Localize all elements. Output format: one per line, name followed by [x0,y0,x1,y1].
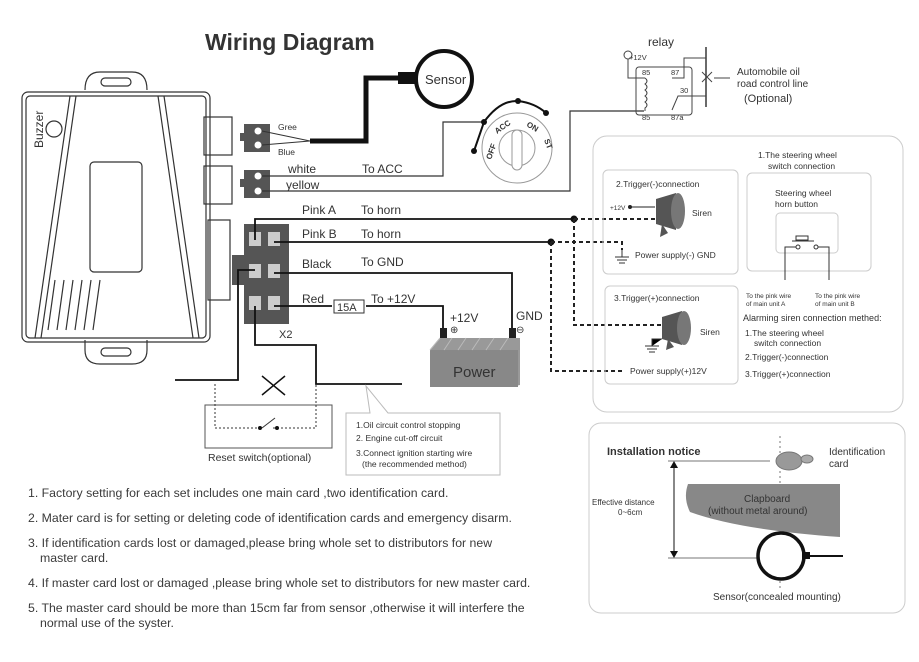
wire-red-label: Red [302,292,324,306]
relay-icon [623,47,730,116]
trigger-pos-supply: Power supply(+)12V [630,366,707,376]
relay-pin-30: 30 [680,86,688,95]
cutoff-item-1: 1.Oil circuit control stopping [356,420,461,430]
relay-control-line-2: road control line [737,79,809,90]
trigger-pos-box [604,285,739,385]
sensor-label: Sensor [425,72,467,87]
cutoff-item-3: 3.Connect ignition starting wire [356,448,473,458]
trigger-neg-siren-label: Siren [692,208,712,218]
method-2: 2.Trigger(-)connection [745,352,829,362]
methods-title: Alarming siren connection methed: [743,313,882,323]
trigger-pos-title: 3.Trigger(+)connection [614,293,700,303]
fuse-label: 15A [337,302,357,314]
installation-diagram [668,436,843,590]
reset-switch [204,375,333,449]
wire-black-label: Black [302,257,332,271]
steering-button-label-1: Steering wheel [775,188,831,198]
relay-pin-85-bottom: 85 [642,113,650,122]
method-1-cont: switch connection [754,338,821,348]
x2-connector [232,224,289,324]
note-item: 2. Mater card is for setting or deleting… [28,511,512,525]
cutoff-item-2: 2. Engine cut-off circuit [356,433,443,443]
trigger-neg-supply: +12V [610,205,626,212]
trigger-neg-ground-label: Power supply(-) GND [635,250,716,260]
notes-list: 1. Factory setting for each set includes… [28,486,598,641]
relay-pin-87a: 87a [671,113,684,122]
sensor-wire-green-label: Gree [278,122,297,132]
siren-icon [656,193,685,237]
relay-control-line-1: Automobile oil [737,67,800,78]
steering-button-label-2: horn button [775,199,818,209]
installation-title: Installation notice [607,446,701,458]
acc-connector [240,110,644,198]
wire-black-dest: To GND [361,255,404,269]
note-item: 1. Factory setting for each set includes… [28,486,449,500]
method-3: 3.Trigger(+)connection [745,369,831,379]
siren-icon [662,311,691,350]
wire-red-dest: To +12V [371,292,415,306]
trigger-pos-siren-label: Siren [700,327,720,337]
battery-gnd-label: GND [516,309,543,323]
note-item: 5. The master card should be more than 1… [28,601,525,630]
id-card-label-1: Identification [829,447,885,458]
battery-plus-symbol: ⊕ [450,325,458,336]
cutoff-item-4: (the recommended method) [362,459,467,469]
note-item: 4. If master card lost or damaged ,pleas… [28,576,531,590]
buzzer-label: Buzzer [32,111,46,148]
sensor-mounting-label: Sensor(concealed mounting) [713,592,841,603]
x2-wires [175,218,574,385]
siren-panel [592,135,904,413]
cutoff-callout [345,384,501,476]
sensor-icon [398,49,474,109]
clapboard-label-2: (without metal around) [708,506,808,517]
reset-switch-label: Reset switch(optional) [208,452,311,464]
note-item: 3. If identification cards lost or damag… [28,536,493,565]
x2-label: X2 [279,329,292,341]
ground-icon [615,250,629,264]
clapboard-label-1: Clapboard [744,494,790,505]
siren-dashed-wires [550,218,663,372]
wire-pink-b-dest: To horn [361,227,401,241]
method-1: 1.The steering wheel [745,328,824,338]
horn-button-icon [775,212,839,280]
battery-label: Power [453,364,496,381]
steering-wire-a-1: To the pink wire [746,293,792,300]
fuse-box [333,299,365,314]
diagram-title: Wiring Diagram [205,29,375,55]
steering-wire-b-1: To the pink wire [815,293,861,300]
steering-box [746,172,872,272]
wire-pink-b-label: Pink B [302,227,337,241]
acc-wire-yellow-label: yellow [286,178,320,192]
relay-supply-label: +12V [629,53,647,62]
steering-wire-b-2: of main unit B [815,301,855,308]
steering-title-2: switch connection [768,161,835,171]
distance-label-1: Effective distance [592,498,655,507]
battery-minus-symbol: ⊖ [516,325,524,336]
battery-icon [429,328,520,387]
relay-pin-87: 87 [671,68,679,77]
wire-pink-a-label: Pink A [302,203,336,217]
steering-wire-a-2: of main unit A [746,301,786,308]
battery-plus-label: +12V [450,311,478,325]
main-unit [21,71,233,365]
installation-panel [588,422,906,614]
sensor-connector [240,75,400,152]
relay-control-line-3: (Optional) [744,93,792,105]
trigger-neg-box [602,169,739,275]
trigger-neg-title: 2.Trigger(-)connection [616,179,700,189]
sensor-wire-blue-label: Blue [278,147,295,157]
ignition-st-label: ST [542,138,554,151]
wire-pink-a-dest: To horn [361,203,401,217]
to-acc-label: To ACC [362,162,403,176]
acc-wire-white-label: white [287,162,316,176]
ground-icon [645,338,662,353]
relay-pin-85-top: 85 [642,68,650,77]
id-card-label-2: card [829,459,848,470]
distance-label-2: 0~6cm [618,508,643,517]
relay-title: relay [648,35,674,49]
ignition-switch-icon [471,98,553,184]
steering-title-1: 1.The steering wheel [758,150,837,160]
